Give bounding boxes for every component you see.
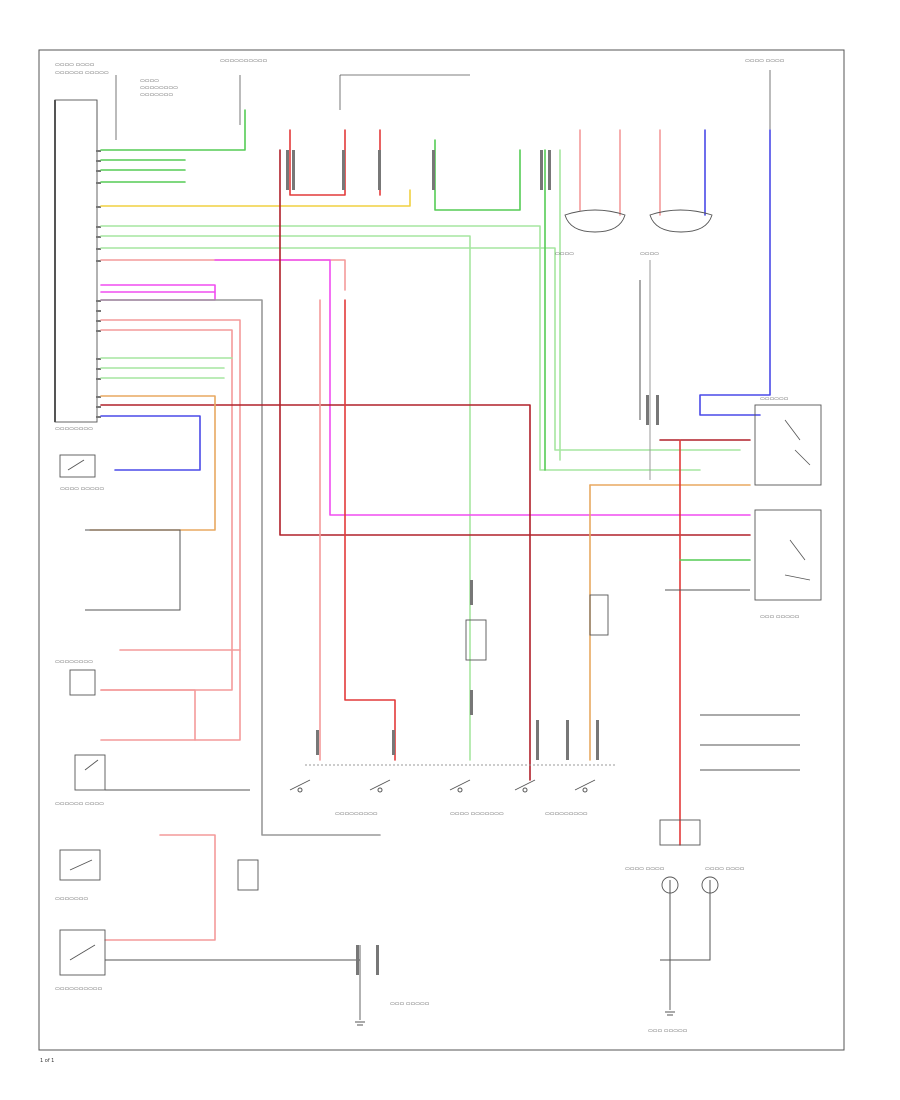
svg-text:▭▭▭▭▭▭ ▭▭▭▭▭: ▭▭▭▭▭▭ ▭▭▭▭▭ [55,70,109,76]
svg-text:▭▭▭▭▭▭▭▭: ▭▭▭▭▭▭▭▭ [55,426,93,432]
connector-bottom-left [237,859,259,891]
svg-text:▭▭▭▭ ▭▭▭▭▭: ▭▭▭▭ ▭▭▭▭▭ [60,486,104,492]
svg-text:▭▭▭▭▭▭▭: ▭▭▭▭▭▭▭ [140,92,173,98]
svg-text:▭▭▭▭▭▭▭▭▭: ▭▭▭▭▭▭▭▭▭ [335,811,378,817]
connector-block-left: ▭▭▭▭ ▭▭▭▭ ▭▭▭▭▭▭ ▭▭▭▭▭ ▭▭▭▭ ▭▭▭▭▭▭▭▭ ▭▭▭… [54,62,178,432]
svg-text:▭▭▭ ▭▭▭▭▭: ▭▭▭ ▭▭▭▭▭ [390,1001,430,1007]
svg-text:▭▭▭▭ ▭▭▭▭: ▭▭▭▭ ▭▭▭▭ [625,866,665,872]
right-front-lamp: ▭▭▭▭ ▭▭▭▭ [701,866,745,894]
cargo-lamp-switch: ▭▭▭▭▭▭▭ [55,849,101,902]
svg-text:▭▭▭▭▭▭▭: ▭▭▭▭▭▭▭ [55,896,88,902]
combination-switch-lower-left: ▭▭▭▭▭▭▭▭▭▭ [55,929,106,992]
page-marker: 1 of 1 [40,1058,54,1064]
svg-text:▭▭▭▭▭▭▭▭: ▭▭▭▭▭▭▭▭ [140,85,178,91]
svg-text:▭▭▭▭▭▭▭▭▭▭: ▭▭▭▭▭▭▭▭▭▭ [55,986,103,992]
door-control-relay: ▭▭▭▭▭▭ [754,396,822,486]
svg-text:▭▭▭▭ ▭▭▭▭▭▭▭: ▭▭▭▭ ▭▭▭▭▭▭▭ [450,811,504,817]
ground-point-bottom-center: ▭▭▭ ▭▭▭▭▭ [355,945,430,1026]
svg-text:▭▭▭▭▭▭: ▭▭▭▭▭▭ [760,396,789,402]
jb-relay: ▭▭▭ ▭▭▭▭▭ [754,509,822,620]
left-rear-lamp: ▭▭▭▭ [555,209,626,257]
svg-text:▭▭▭ ▭▭▭▭▭: ▭▭▭ ▭▭▭▭▭ [760,614,800,620]
svg-text:▭▭▭▭ ▭▭▭▭: ▭▭▭▭ ▭▭▭▭ [705,866,745,872]
connector-small-left: ▭▭▭▭▭▭▭▭ [55,659,96,696]
combination-switch-center: ▭▭▭▭▭▭▭▭▭ [289,779,391,817]
svg-text:▭▭▭▭: ▭▭▭▭ [555,251,574,257]
combination-switch-right: ▭▭▭▭▭▭▭▭▭ [545,779,596,817]
light-control-switch: ▭▭▭▭ ▭▭▭▭▭▭▭ [449,779,536,817]
left-front-lamp: ▭▭▭▭ ▭▭▭▭ [625,866,679,894]
svg-text:▭▭▭▭ ▭▭▭▭: ▭▭▭▭ ▭▭▭▭ [55,62,95,68]
connector-center [465,619,487,661]
connector-bottom-right [659,819,701,846]
svg-text:▭▭▭▭ ▭▭▭▭: ▭▭▭▭ ▭▭▭▭ [745,58,785,64]
svg-text:▭▭▭▭: ▭▭▭▭ [640,251,659,257]
diagram-frame [38,49,845,1051]
svg-text:▭▭▭▭: ▭▭▭▭ [140,78,159,84]
right-rear-lamp: ▭▭▭▭ [640,209,713,257]
connector-right-mid [589,594,609,636]
svg-text:▭▭▭▭▭▭▭▭▭: ▭▭▭▭▭▭▭▭▭ [545,811,588,817]
left-front-door-switch: ▭▭▭▭ ▭▭▭▭▭ [59,454,104,492]
svg-text:▭▭▭▭▭▭▭▭: ▭▭▭▭▭▭▭▭ [55,659,93,665]
svg-text:▭▭▭ ▭▭▭▭▭: ▭▭▭ ▭▭▭▭▭ [648,1028,688,1034]
ground-point-bottom-right: ▭▭▭ ▭▭▭▭▭ [648,1000,688,1034]
svg-text:▭▭▭▭▭▭▭▭▭▭: ▭▭▭▭▭▭▭▭▭▭ [220,58,268,64]
right-front-door-switch: ▭▭▭▭▭▭ ▭▭▭▭ [55,754,106,807]
inline-connectors [286,150,659,975]
svg-text:▭▭▭▭▭▭ ▭▭▭▭: ▭▭▭▭▭▭ ▭▭▭▭ [55,801,104,807]
